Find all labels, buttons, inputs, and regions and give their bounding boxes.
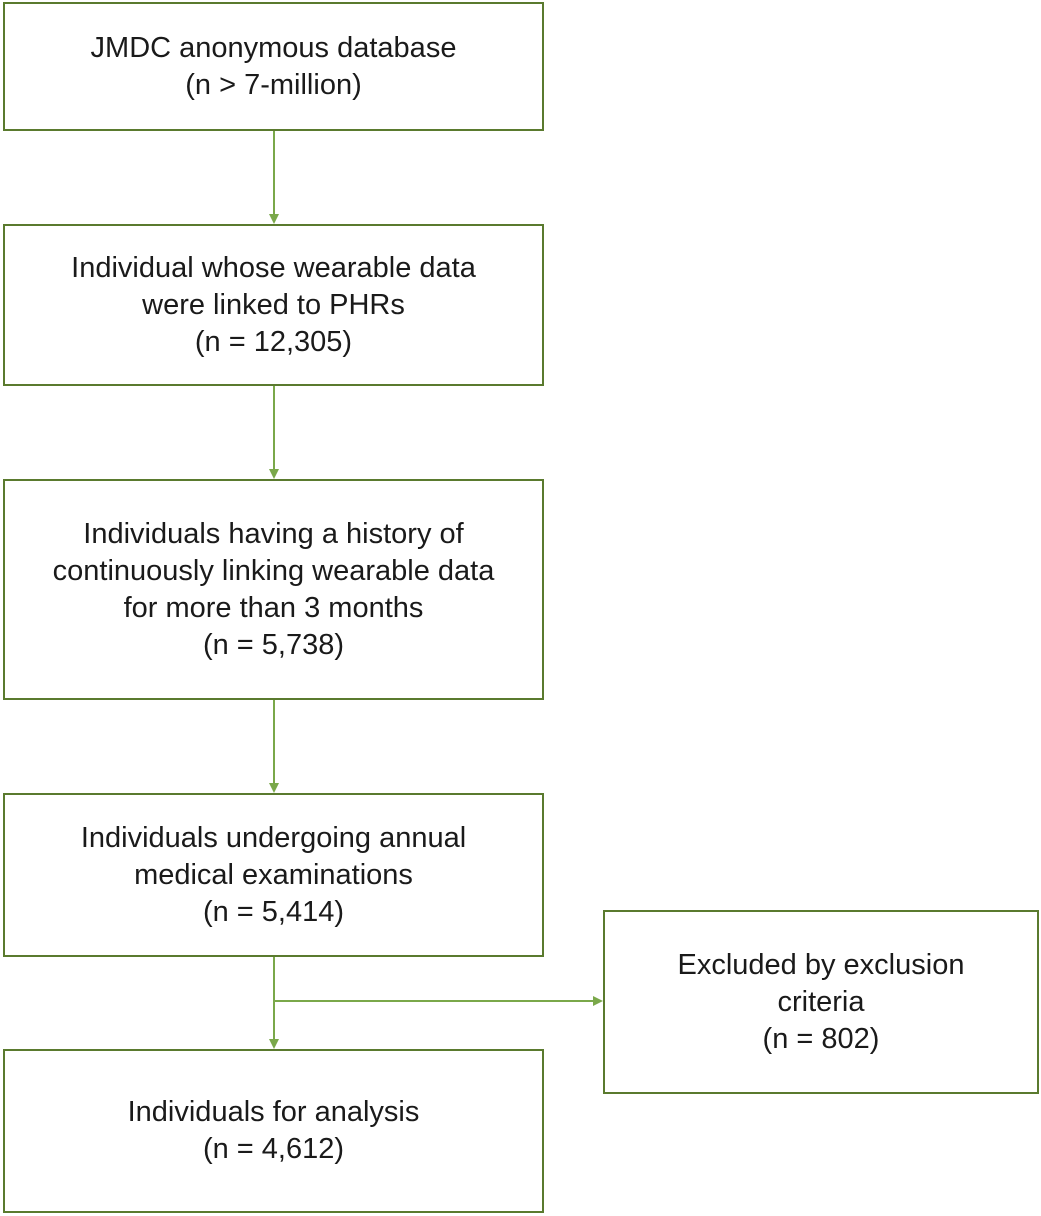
step-continuous-linking: Individuals having a history of continuo… bbox=[3, 479, 544, 700]
step-continuous-linking-line-4: (n = 5,738) bbox=[202, 628, 345, 661]
step-linked-phr-line-2: were linked to PHRs bbox=[142, 288, 405, 321]
step-examinations: Individuals undergoing annual medical ex… bbox=[3, 793, 544, 957]
step-continuous-linking-line-2: continuously linking wearable data bbox=[52, 554, 495, 587]
step-analysis: Individuals for analysis (n = 4,612) bbox=[3, 1049, 544, 1213]
step-database: JMDC anonymous database (n > 7-million) bbox=[3, 2, 544, 131]
excluded-line-1: Excluded by exclusion bbox=[677, 948, 965, 981]
step-linked-phr: Individual whose wearable data were link… bbox=[3, 224, 544, 386]
step-examinations-line-2: medical examinations bbox=[134, 858, 413, 891]
step-database-line-1: JMDC anonymous database bbox=[90, 31, 457, 64]
step-database-line-2: (n > 7-million) bbox=[185, 68, 362, 101]
step-linked-phr-line-1: Individual whose wearable data bbox=[71, 251, 476, 284]
step-analysis-line-2: (n = 4,612) bbox=[202, 1133, 345, 1165]
step-continuous-linking-line-1: Individuals having a history of bbox=[83, 517, 464, 550]
excluded-line-2: criteria bbox=[777, 985, 865, 1018]
step-examinations-line-1: Individuals undergoing annual bbox=[80, 821, 467, 854]
step-analysis-line-1: Individuals for analysis bbox=[127, 1096, 420, 1128]
excluded-box: Excluded by exclusion criteria (n = 802) bbox=[603, 910, 1039, 1094]
step-examinations-line-3: (n = 5,414) bbox=[202, 895, 345, 928]
step-continuous-linking-line-3: for more than 3 months bbox=[123, 591, 424, 624]
excluded-line-3: (n = 802) bbox=[762, 1022, 880, 1055]
step-linked-phr-line-3: (n = 12,305) bbox=[194, 325, 353, 358]
